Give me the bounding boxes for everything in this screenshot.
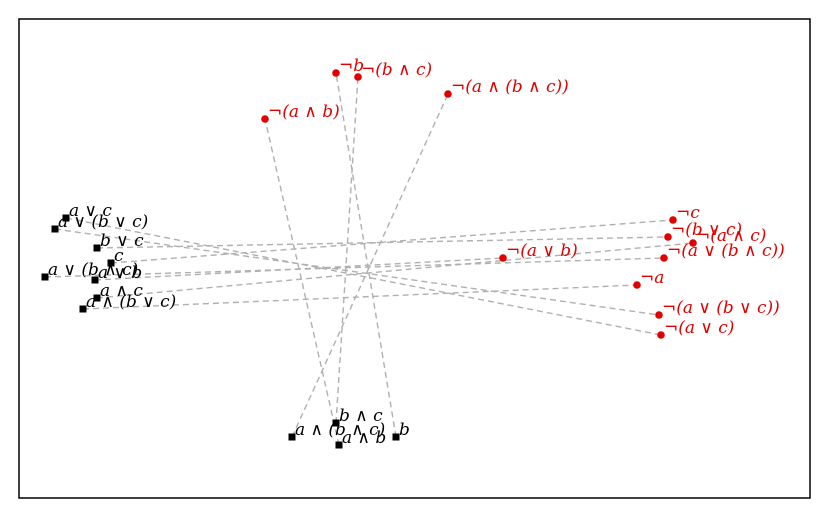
- node-label: ¬(a ∧ b): [268, 102, 340, 122]
- node-label: ¬(b ∨ c): [671, 220, 742, 240]
- node-label: b: [399, 420, 410, 440]
- edge-p5-n8: [44, 257, 665, 278]
- negative-node-n3: ¬(a ∧ (b ∧ c)): [444, 77, 569, 98]
- circle-marker: [657, 331, 665, 339]
- edge-layer: [44, 72, 694, 446]
- positive-node-p11: a ∧ b: [335, 428, 386, 449]
- circle-marker: [444, 90, 452, 98]
- square-marker: [93, 244, 101, 252]
- node-label: ¬(a ∧ (b ∧ c)): [451, 77, 569, 97]
- edge-p1-n12: [65, 217, 662, 336]
- circle-marker: [354, 73, 362, 81]
- square-marker: [332, 419, 340, 427]
- square-marker: [93, 294, 101, 302]
- node-label: a ∨ (b ∧ c): [48, 260, 138, 280]
- negative-node-n4: ¬(a ∧ b): [261, 102, 340, 123]
- square-marker: [288, 433, 296, 441]
- node-label: ¬a: [640, 268, 664, 288]
- negative-node-n7: ¬(a ∧ c): [689, 226, 766, 247]
- positive-node-p4: c: [107, 246, 124, 267]
- plot-frame: [18, 18, 811, 499]
- edge-p11-n4: [264, 118, 340, 446]
- node-label: ¬(a ∧ c): [696, 226, 766, 246]
- node-label: ¬(a ∨ (b ∨ c)): [662, 298, 780, 318]
- circle-marker: [261, 115, 269, 123]
- node-label: a ∧ b: [342, 428, 386, 448]
- node-label: ¬(a ∨ (b ∧ c)): [667, 241, 785, 261]
- positive-node-p1: a ∨ c: [62, 201, 112, 222]
- square-marker: [62, 214, 70, 222]
- square-marker: [91, 276, 99, 284]
- node-label: a ∧ c: [100, 281, 143, 301]
- node-label: ¬(b ∧ c): [361, 60, 432, 80]
- square-marker: [392, 433, 400, 441]
- positive-node-p5: a ∨ (b ∧ c): [41, 260, 138, 281]
- node-label: a ∨ c: [69, 201, 112, 221]
- circle-marker: [499, 254, 507, 262]
- node-layer: a ∨ ca ∨ (b ∨ c)b ∨ cca ∨ (b ∧ c)a ∨ ba …: [41, 56, 785, 449]
- circle-marker: [660, 254, 668, 262]
- node-label: ¬(a ∨ c): [664, 318, 734, 338]
- negative-node-n1: ¬b: [332, 56, 364, 77]
- edge-p2-n11: [54, 228, 660, 316]
- node-label: a ∨ b: [98, 263, 142, 283]
- circle-marker: [669, 216, 677, 224]
- square-marker: [79, 305, 87, 313]
- edge-p12-n1: [335, 72, 397, 438]
- square-marker: [51, 225, 59, 233]
- square-marker: [107, 259, 115, 267]
- negative-node-n12: ¬(a ∨ c): [657, 318, 734, 339]
- positive-node-p2: a ∨ (b ∨ c): [51, 212, 148, 233]
- negative-node-n2: ¬(b ∧ c): [354, 60, 432, 81]
- node-label: ¬(a ∨ b): [506, 241, 578, 261]
- positive-node-p7: a ∧ c: [93, 281, 143, 302]
- negative-node-n6: ¬(b ∨ c): [664, 220, 742, 241]
- negative-node-n10: ¬a: [633, 268, 664, 289]
- circle-marker: [664, 233, 672, 241]
- node-label: b ∨ c: [100, 231, 144, 251]
- node-label: c: [114, 246, 124, 266]
- node-label: ¬c: [676, 203, 700, 223]
- edge-p4-n5: [110, 219, 674, 264]
- circle-marker: [655, 311, 663, 319]
- square-marker: [335, 441, 343, 449]
- positive-node-p10: b ∧ c: [332, 406, 383, 427]
- positive-node-p9: a ∧ (b ∧ c): [288, 420, 385, 441]
- square-marker: [41, 273, 49, 281]
- edge-p9-n3: [291, 93, 449, 438]
- positive-node-p8: a ∧ (b ∨ c): [79, 292, 176, 313]
- node-label: b ∧ c: [339, 406, 383, 426]
- circle-marker: [332, 69, 340, 77]
- node-label: a ∨ (b ∨ c): [58, 212, 148, 232]
- negative-node-n9: ¬(a ∨ b): [499, 241, 578, 262]
- negative-node-n5: ¬c: [669, 203, 700, 224]
- edge-p8-n10: [82, 284, 638, 310]
- node-label: a ∧ (b ∧ c): [295, 420, 385, 440]
- positive-node-p12: b: [392, 420, 410, 441]
- node-label: a ∧ (b ∨ c): [86, 292, 176, 312]
- positive-node-p6: a ∨ b: [91, 263, 142, 284]
- negative-node-n11: ¬(a ∨ (b ∨ c)): [655, 298, 780, 319]
- circle-marker: [689, 239, 697, 247]
- circle-marker: [633, 281, 641, 289]
- negative-node-n8: ¬(a ∨ (b ∧ c)): [660, 241, 785, 262]
- positive-node-p3: b ∨ c: [93, 231, 144, 252]
- node-label: ¬b: [339, 56, 364, 76]
- edge-p10-n2: [335, 76, 359, 424]
